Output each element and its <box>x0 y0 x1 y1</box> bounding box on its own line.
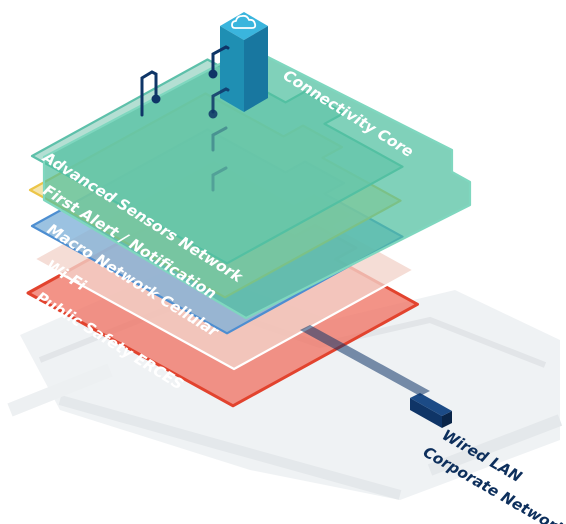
wired-cable <box>410 393 452 428</box>
cloud-icon <box>231 14 257 29</box>
antenna-pipes <box>140 45 230 192</box>
cable-underlay <box>300 325 430 396</box>
layer-connectivity-core <box>42 46 472 320</box>
connectivity-tower <box>220 12 268 112</box>
